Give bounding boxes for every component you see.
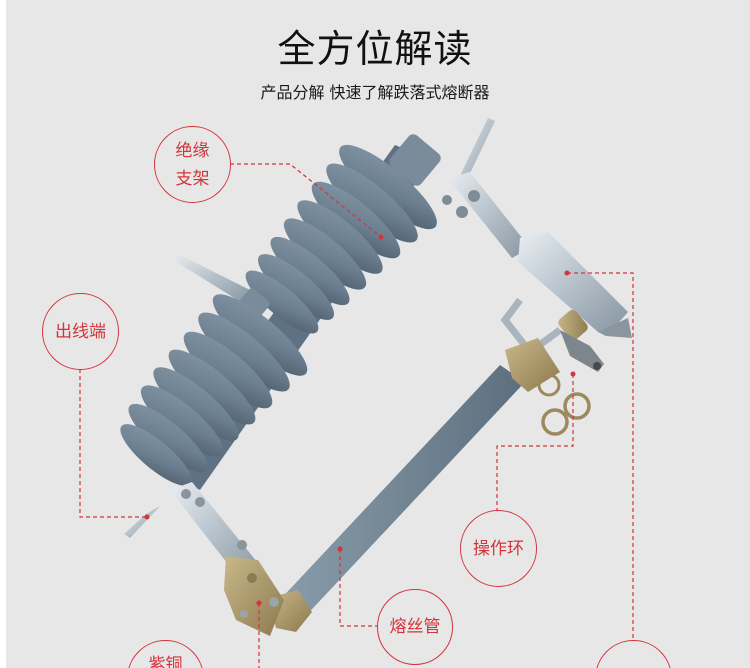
callout-label: 出线端 xyxy=(55,321,106,342)
callout-fuse-tube[interactable]: 熔丝管 xyxy=(377,589,453,665)
lower-bracket xyxy=(124,482,284,636)
callout-label: 操作环 xyxy=(473,538,524,559)
leader-insulating-support xyxy=(230,163,382,238)
callout-insulating-support[interactable]: 绝缘 支架 xyxy=(154,126,231,203)
leader-dots xyxy=(144,234,576,606)
callout-operating-ring[interactable]: 操作环 xyxy=(460,510,537,587)
fuse-tube-body xyxy=(268,338,591,632)
leader-fuse-tube xyxy=(339,549,377,627)
callout-label: 熔丝管 xyxy=(389,617,441,637)
page-subtitle: 产品分解 快速了解跌落式熔断器 xyxy=(260,83,490,102)
drop-out-fuse-illustration xyxy=(79,118,634,668)
callout-label-line1: 绝缘 xyxy=(175,140,210,161)
callout-label-line2: 支架 xyxy=(175,168,210,189)
top-bracket xyxy=(442,118,632,372)
page-title: 全方位解读 xyxy=(277,27,473,71)
insulator-sheds xyxy=(120,134,441,490)
leader-lines xyxy=(79,163,634,668)
leader-upper-contact xyxy=(567,272,634,640)
callout-label: 紫铜 xyxy=(148,655,183,668)
callout-outlet-terminal[interactable]: 出线端 xyxy=(42,293,119,370)
leader-operating-ring xyxy=(496,374,574,510)
leader-outlet-terminal xyxy=(79,369,147,518)
product-breakdown-panel: 全方位解读 产品分解 快速了解跌落式熔断器 xyxy=(6,0,750,668)
